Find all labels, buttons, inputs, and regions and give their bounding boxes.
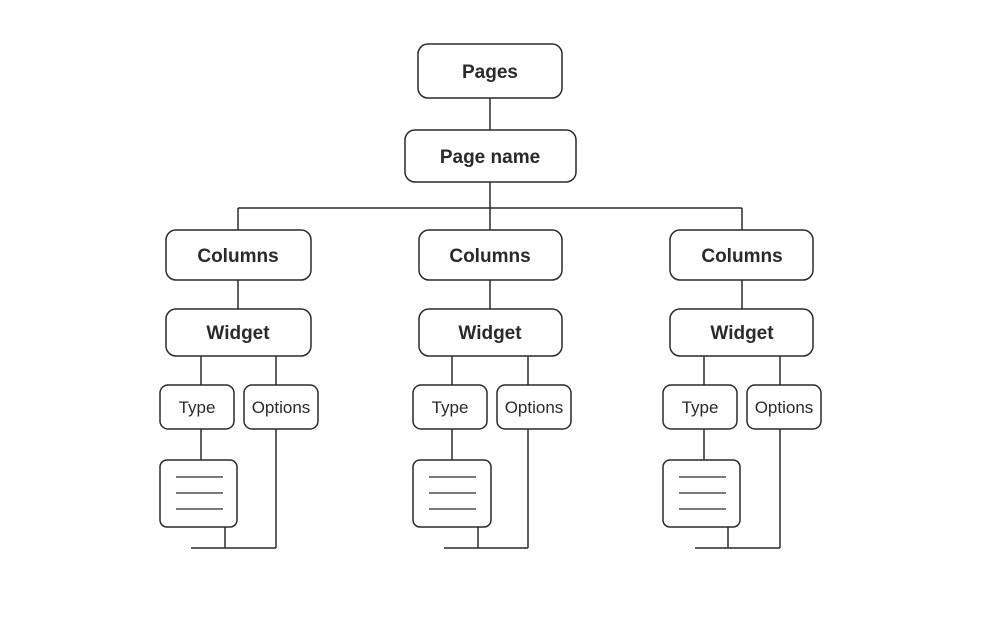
node-columns-2-label: Columns xyxy=(449,246,530,267)
node-widget-2-label: Widget xyxy=(458,323,522,344)
node-options-2-label: Options xyxy=(505,398,564,417)
node-type-2-label: Type xyxy=(432,398,469,417)
document-icon xyxy=(159,459,238,528)
node-pages[interactable]: Pages xyxy=(417,43,563,99)
node-type-1-label: Type xyxy=(179,398,216,417)
node-type-3[interactable]: Type xyxy=(662,384,738,430)
node-widget-1[interactable]: Widget xyxy=(165,308,312,357)
node-pages-label: Pages xyxy=(462,62,518,83)
node-options-1-label: Options xyxy=(252,398,311,417)
branch-2: Columns Widget Type Options xyxy=(412,208,572,549)
node-columns-1-label: Columns xyxy=(197,246,278,267)
document-icon xyxy=(412,459,492,528)
node-columns-2[interactable]: Columns xyxy=(418,229,563,281)
node-columns-3-label: Columns xyxy=(701,246,782,267)
node-page-name-label: Page name xyxy=(440,147,540,168)
node-widget-1-label: Widget xyxy=(206,323,270,344)
node-widget-3-label: Widget xyxy=(710,323,774,344)
node-type-2[interactable]: Type xyxy=(412,384,488,430)
node-widget-2[interactable]: Widget xyxy=(418,308,563,357)
node-page-name[interactable]: Page name xyxy=(404,129,577,183)
node-options-2[interactable]: Options xyxy=(496,384,572,430)
node-options-3-label: Options xyxy=(755,398,814,417)
node-options-1[interactable]: Options xyxy=(243,384,319,430)
branch-1: Columns Widget Type Options xyxy=(159,208,319,549)
node-widget-3[interactable]: Widget xyxy=(669,308,814,357)
node-type-3-label: Type xyxy=(682,398,719,417)
node-type-1[interactable]: Type xyxy=(159,384,235,430)
document-icon xyxy=(662,459,741,528)
node-columns-1[interactable]: Columns xyxy=(165,229,312,281)
branch-3: Columns Widget Type Options xyxy=(662,208,822,549)
node-options-3[interactable]: Options xyxy=(746,384,822,430)
node-columns-3[interactable]: Columns xyxy=(669,229,814,281)
